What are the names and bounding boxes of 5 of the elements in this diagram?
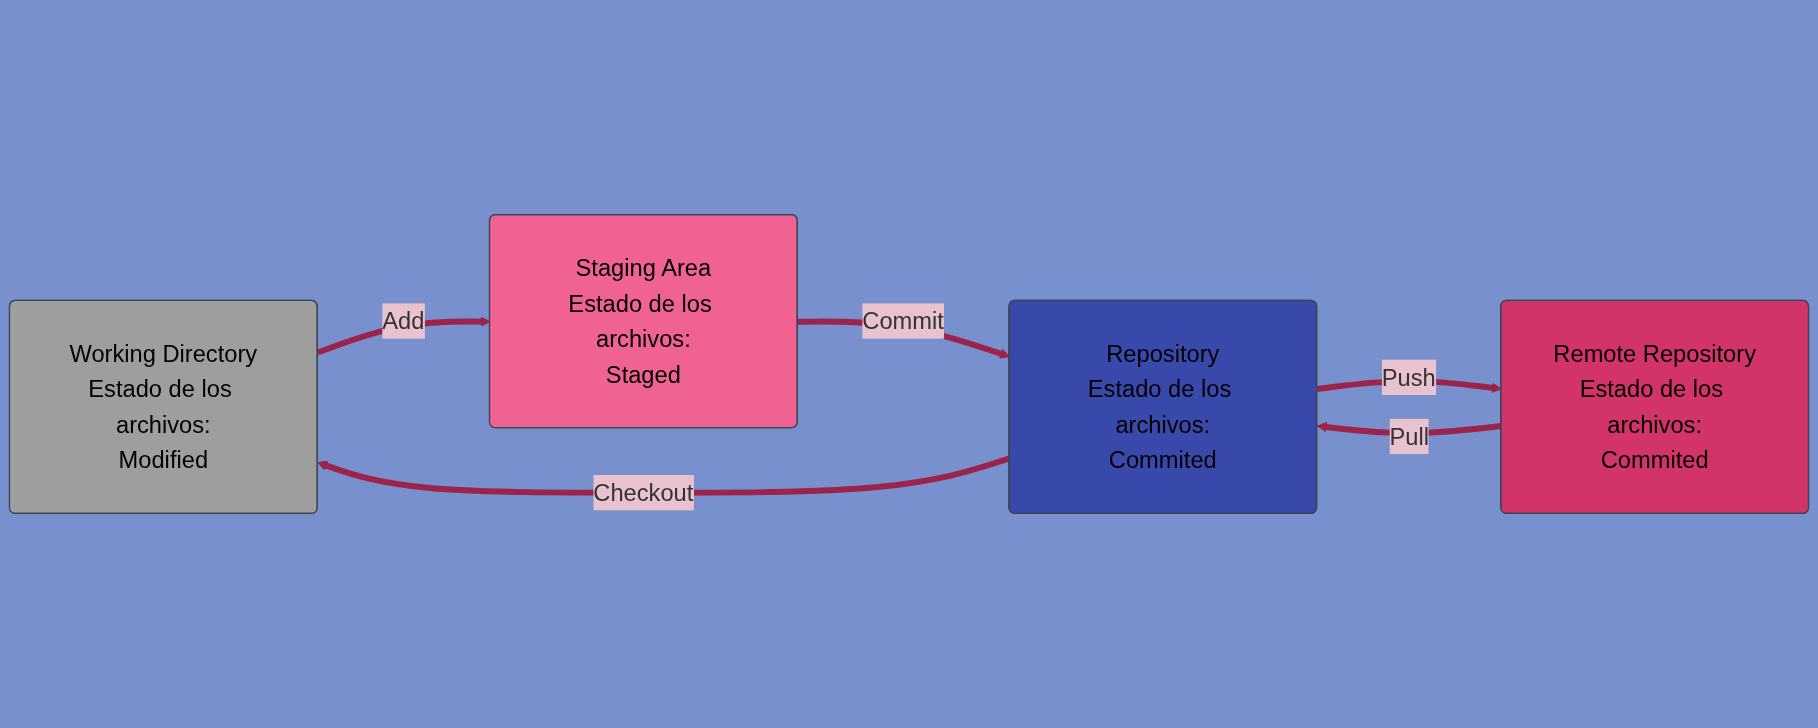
edge-label: Commit	[862, 308, 944, 335]
edge-label: Push	[1381, 364, 1436, 391]
edge-label: Checkout	[593, 479, 694, 506]
edge-label: Pull	[1389, 423, 1430, 450]
edge-label: Add	[382, 308, 425, 335]
